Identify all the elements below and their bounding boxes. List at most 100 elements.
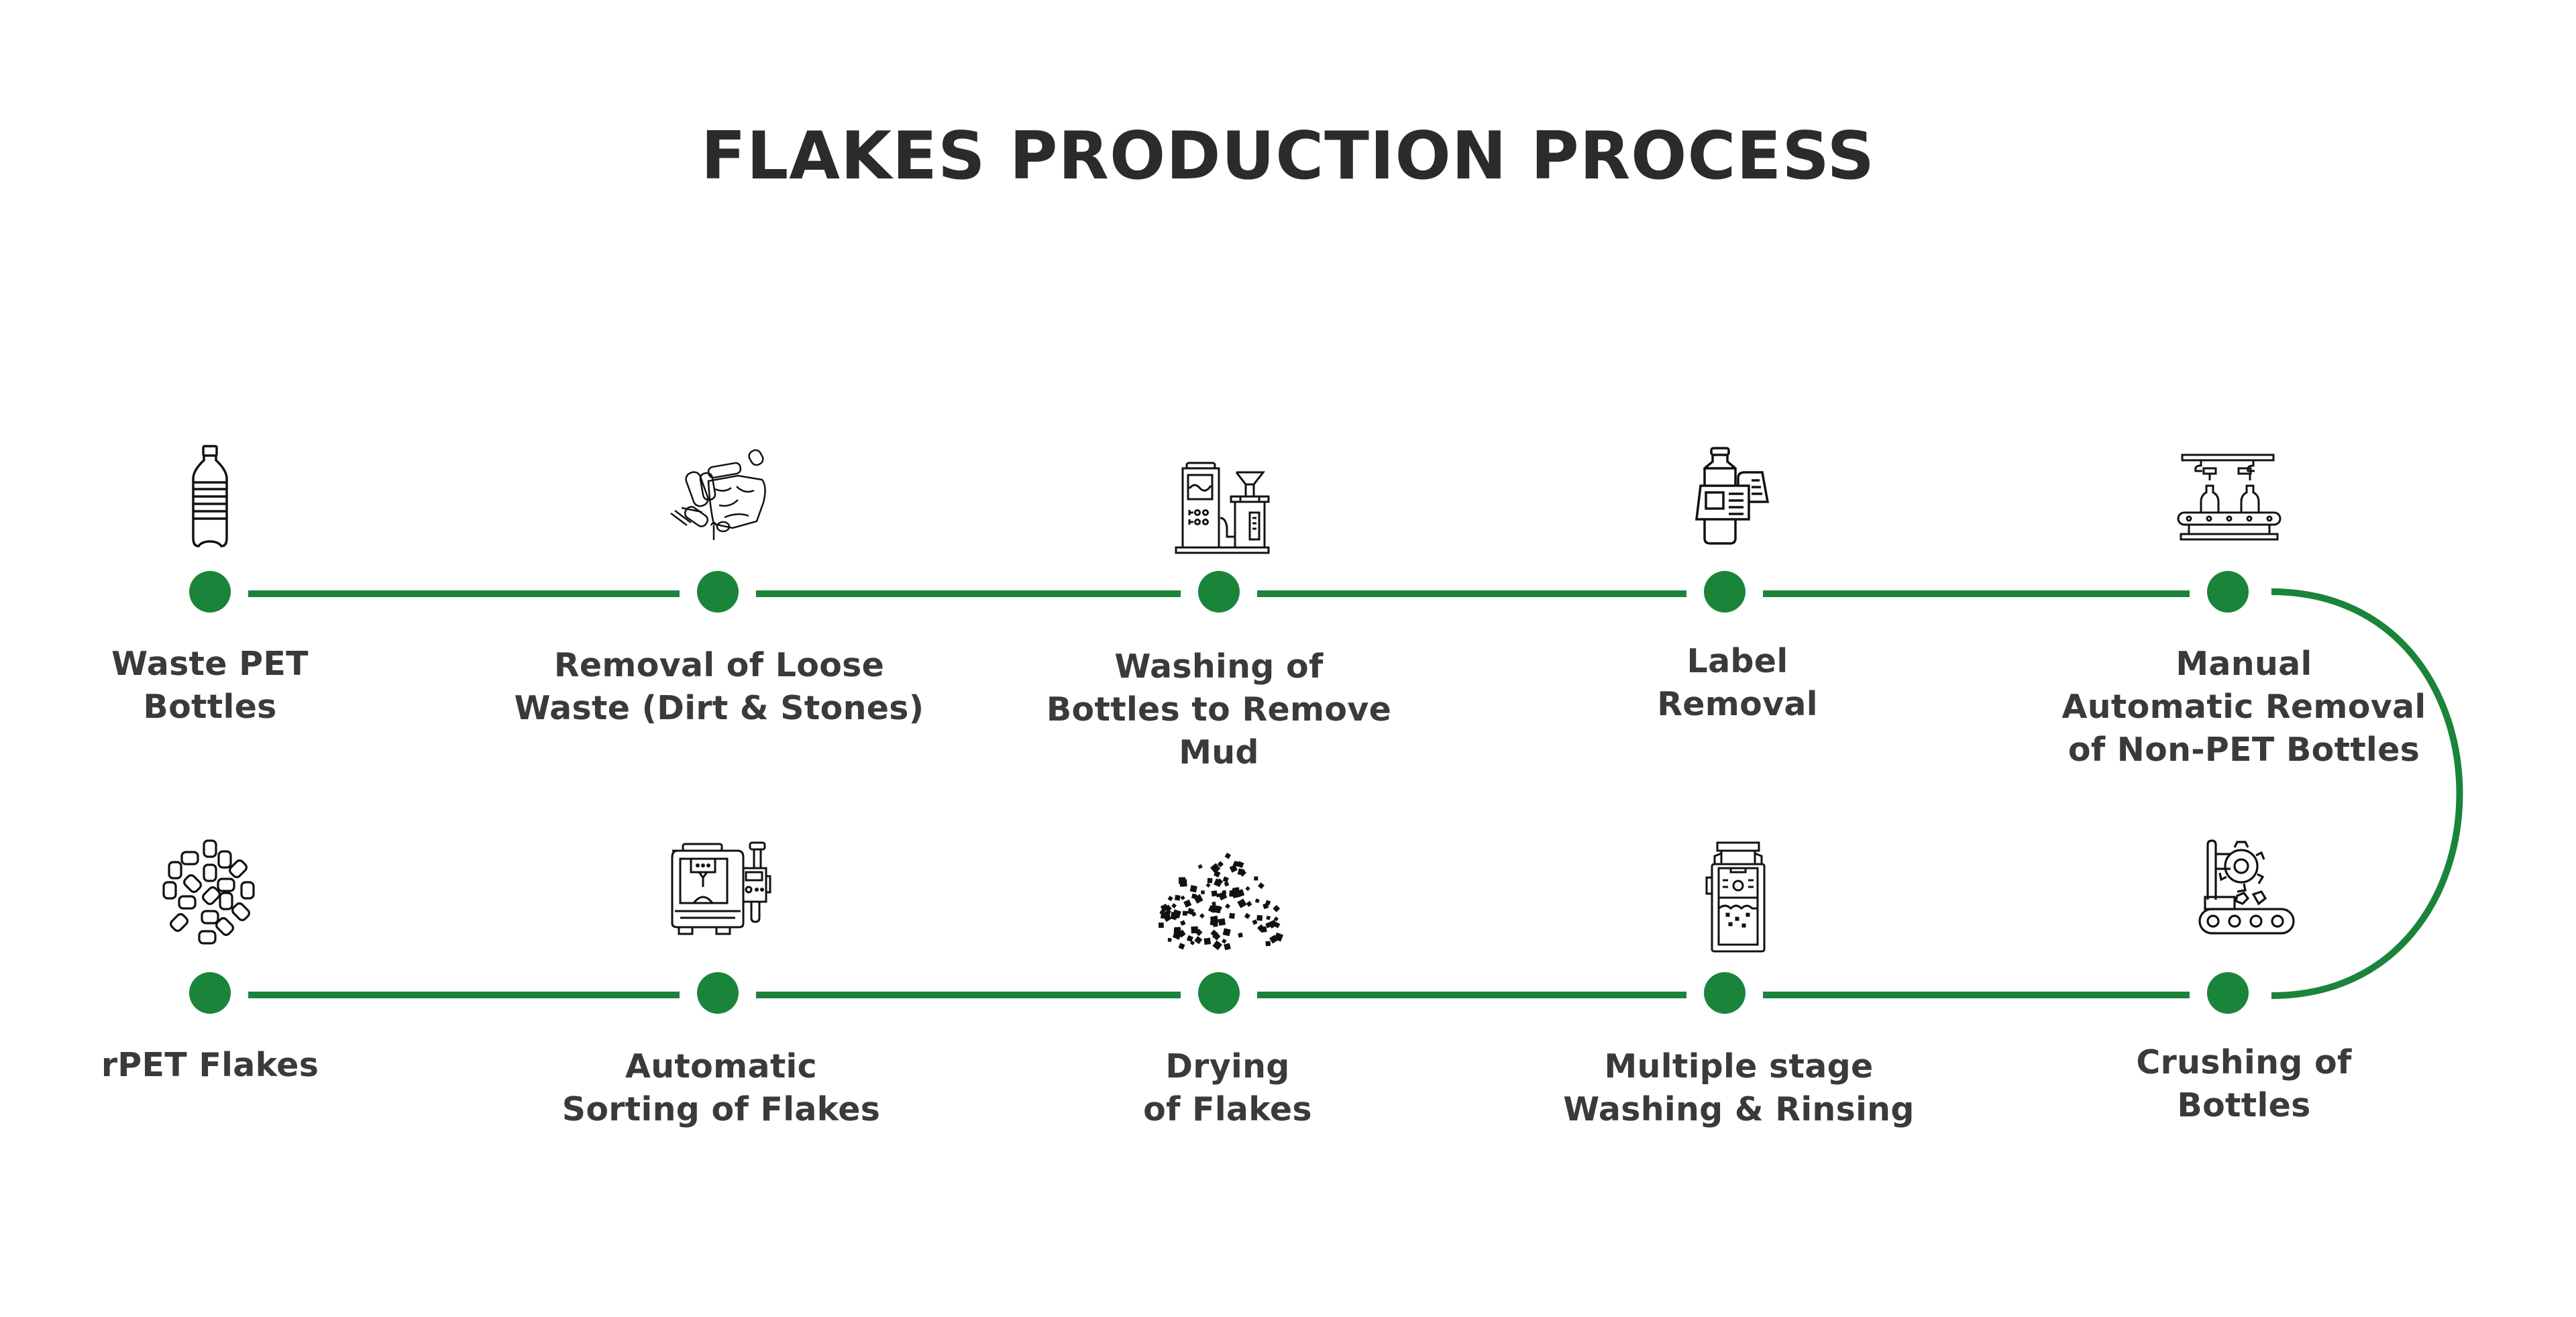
dried-flake — [1252, 919, 1258, 925]
dried-flake — [1182, 910, 1188, 916]
top-row-dot — [2207, 571, 2249, 613]
dried-flake — [1224, 852, 1232, 859]
step-label: Automatic Sorting of Flakes — [561, 1047, 881, 1128]
dried-flake — [1245, 886, 1250, 892]
dried-flake — [1186, 935, 1193, 942]
dried-flake — [1159, 923, 1164, 928]
dried-flake — [1274, 932, 1284, 942]
flake — [215, 917, 234, 936]
dried-flake — [1258, 882, 1265, 890]
dried-flake — [1212, 940, 1222, 951]
flake — [217, 850, 232, 869]
dried-flake — [1210, 863, 1221, 874]
step-drying-flakes: Drying of Flakes — [1013, 1045, 1442, 1131]
dried-flake — [1232, 892, 1239, 898]
dried-flake — [1171, 903, 1177, 908]
top-row-dot — [1704, 571, 1746, 613]
dried-flake — [1200, 890, 1205, 895]
dried-flake — [1222, 928, 1231, 937]
dried-flake — [1273, 904, 1281, 912]
return-curve — [2271, 588, 2463, 999]
bottom-row-dot — [189, 972, 231, 1014]
bottom-row-dot — [1704, 972, 1746, 1014]
dried-flake — [1273, 921, 1281, 929]
dried-flake — [1229, 864, 1238, 873]
top-row-dot — [1198, 571, 1240, 613]
step-rpet-flakes: rPET Flakes — [0, 1044, 425, 1087]
step-label: Crushing of Bottles — [2136, 1043, 2352, 1124]
dried-flakes-pile-icon — [1145, 837, 1293, 958]
flake — [201, 910, 219, 925]
dried-flake — [1266, 915, 1271, 920]
dried-flake — [1263, 902, 1269, 910]
dried-flake — [1207, 878, 1213, 884]
step-label: Label Removal — [1657, 642, 1818, 723]
dried-flake — [1212, 932, 1219, 939]
flake — [162, 881, 177, 900]
dried-flake — [1218, 918, 1226, 926]
dried-flake — [1213, 870, 1221, 878]
step-label: Waste PET Bottles — [111, 645, 309, 726]
page-title: FLAKES PRODUCTION PROCESS — [700, 118, 1876, 195]
dried-flake — [1246, 900, 1252, 907]
bottom-row-dot — [1198, 972, 1240, 1014]
connectors — [248, 590, 2190, 998]
dried-flake — [1187, 908, 1195, 915]
dried-flake — [1225, 903, 1231, 909]
flake — [183, 874, 202, 893]
dried-flake — [1164, 904, 1172, 912]
step-label: Removal of Loose Waste (Dirt & Stones) — [514, 646, 924, 727]
top-row-dot — [189, 571, 231, 613]
flake — [217, 878, 235, 892]
flake — [229, 859, 248, 878]
dried-flake — [1177, 929, 1186, 938]
flake — [198, 930, 217, 945]
dried-flake — [1224, 943, 1231, 951]
dried-flake — [1197, 864, 1203, 870]
dried-flake — [1179, 877, 1186, 884]
dried-flake — [1254, 898, 1260, 904]
dried-flake — [1222, 939, 1227, 944]
dried-flake — [1167, 937, 1172, 942]
dried-flake — [1229, 912, 1236, 919]
step-dots — [189, 571, 2249, 1014]
dried-flake — [1217, 861, 1224, 867]
step-label: Drying of Flakes — [1143, 1047, 1312, 1128]
dried-flake — [1174, 894, 1181, 901]
sorting-machine-icon — [644, 837, 792, 958]
flake — [203, 839, 217, 858]
dried-flake — [1183, 899, 1192, 908]
dried-flake — [1194, 936, 1203, 945]
washing-machine-icon — [1145, 454, 1293, 574]
dried-flake — [1180, 895, 1185, 900]
pet-bottle-icon — [136, 444, 284, 565]
crusher-conveyor-icon — [2170, 835, 2318, 956]
flake — [180, 851, 199, 865]
dried-flake — [1229, 892, 1234, 897]
dried-flake — [1195, 929, 1203, 937]
dried-flake — [1237, 868, 1245, 876]
flake — [203, 863, 217, 882]
dried-flake — [1214, 878, 1222, 888]
flake — [170, 913, 189, 932]
dried-flake — [1265, 941, 1271, 947]
dried-flake — [1210, 918, 1218, 926]
dried-flake — [1189, 885, 1197, 893]
dried-flake — [1218, 891, 1228, 901]
dried-flake — [1238, 932, 1243, 938]
dried-flake — [1212, 901, 1216, 906]
dried-flake — [1174, 927, 1181, 933]
flake — [178, 895, 197, 910]
dried-flake — [1265, 922, 1272, 929]
flake — [202, 886, 221, 905]
dried-flake — [1193, 894, 1203, 904]
step-crushing-bottles: Crushing of Bottles — [2029, 1041, 2459, 1127]
dried-flake — [1273, 916, 1279, 922]
dried-flake — [1190, 941, 1195, 945]
step-label: Manual Automatic Removal of Non-PET Bott… — [2061, 645, 2426, 769]
step-multi-stage-washing: Multiple stage Washing & Rinsing — [1524, 1045, 1953, 1131]
dried-flake — [1211, 890, 1218, 897]
bottom-row-dot — [2207, 972, 2249, 1014]
dried-flake — [1205, 882, 1211, 888]
